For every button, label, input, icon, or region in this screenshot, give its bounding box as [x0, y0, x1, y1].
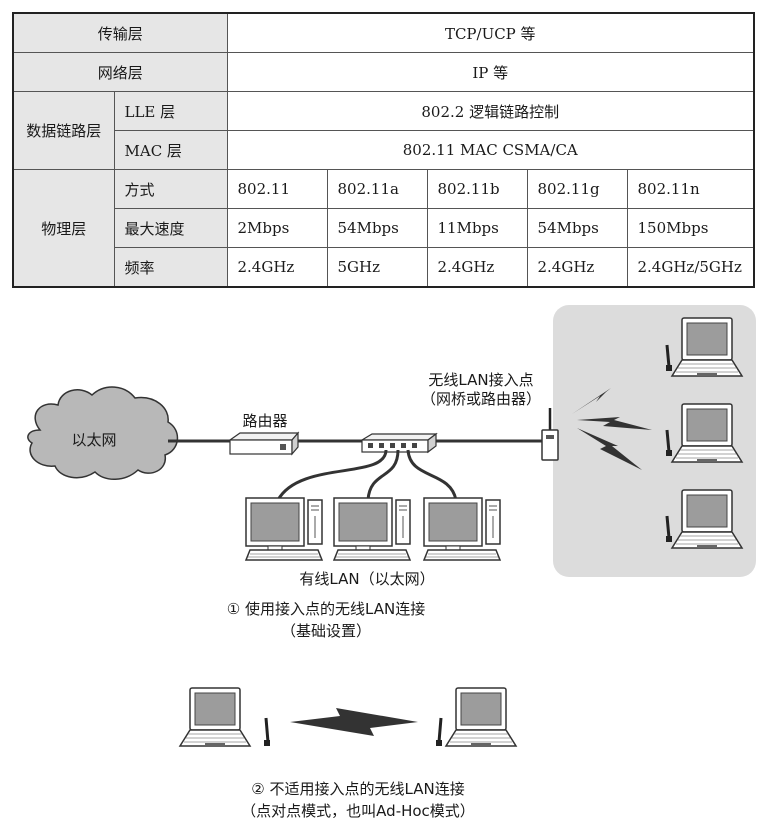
- caption-adhoc-line2: （点对点模式，也叫Ad-Hoc模式）: [241, 802, 475, 820]
- max-speed-label: 最大速度: [113, 208, 228, 248]
- physical-layer-label: 物理层: [12, 169, 115, 288]
- lightning-icon: [577, 428, 642, 470]
- frequency-label: 频率: [113, 247, 228, 288]
- speed-row: 最大速度 2Mbps 54Mbps 11Mbps 54Mbps 150Mbps: [13, 208, 755, 248]
- table-cell: 54Mbps: [526, 208, 628, 248]
- cloud-icon: [27, 386, 179, 480]
- router-icon: [228, 431, 300, 456]
- lan-cables: [276, 449, 458, 501]
- table-cell: 802.11g: [526, 169, 628, 209]
- access-point-icon: [541, 408, 559, 461]
- lightning-icon: [577, 417, 652, 430]
- desktop-pc-icon: [423, 497, 501, 561]
- table-cell: 150Mbps: [626, 208, 755, 248]
- datalink-layer-label: 数据链路层: [12, 91, 115, 170]
- table-cell: 11Mbps: [426, 208, 528, 248]
- table-cell: 2Mbps: [226, 208, 328, 248]
- caption-adhoc-line1: ② 不适用接入点的无线LAN连接: [251, 780, 464, 798]
- lle-value: 802.2 逻辑链路控制: [226, 91, 755, 131]
- lle-label: LLE 层: [113, 91, 228, 131]
- laptop-icon: [445, 687, 517, 747]
- table-cell: 5GHz: [326, 247, 428, 288]
- switch-hub-icon: [359, 432, 438, 454]
- mac-value: 802.11 MAC CSMA/CA: [226, 130, 755, 170]
- access-point-label-line2: （网桥或路由器）: [421, 390, 541, 408]
- lightning-icon: [290, 708, 418, 736]
- mac-row: MAC 层 802.11 MAC CSMA/CA: [13, 130, 755, 170]
- caption-infrastructure-line2: （基础设置）: [281, 622, 371, 640]
- ethernet-label: 以太网: [71, 431, 116, 449]
- caption-infrastructure-line1: ① 使用接入点的无线LAN连接: [227, 600, 425, 618]
- table-cell: 2.4GHz: [426, 247, 528, 288]
- router-label: 路由器: [242, 412, 287, 430]
- antenna-icon: [436, 717, 443, 746]
- wireless-signal-icons: [572, 366, 652, 470]
- wired-lan-label: 有线LAN（以太网）: [299, 570, 434, 588]
- table-cell: 802.11n: [626, 169, 755, 209]
- table-cell: 2.4GHz: [226, 247, 328, 288]
- mac-label: MAC 层: [113, 130, 228, 170]
- laptop-icon: [671, 489, 743, 549]
- protocol-layer-table: 传输层 TCP/UCP 等 网络层 IP 等 数据链路层 LLE 层 802.2…: [12, 12, 755, 288]
- laptop-icon: [671, 403, 743, 463]
- table-cell: 802.11: [226, 169, 328, 209]
- method-row: 物理层 方式 802.11 802.11a 802.11b 802.11g 80…: [12, 169, 755, 288]
- laptop-icon: [179, 687, 251, 747]
- laptop-icon: [671, 317, 743, 377]
- table-cell: 2.4GHz: [526, 247, 628, 288]
- antenna-icon: [264, 717, 270, 746]
- table-cell: 802.11b: [426, 169, 528, 209]
- lle-row: 数据链路层 LLE 层 802.2 逻辑链路控制: [12, 91, 755, 170]
- table-cell: 2.4GHz/5GHz: [626, 247, 755, 288]
- desktop-pc-icon: [333, 497, 411, 561]
- method-label: 方式: [113, 169, 228, 209]
- desktop-pc-icon: [245, 497, 323, 561]
- access-point-label-line1: 无线LAN接入点: [428, 371, 533, 389]
- network-layer-label: 网络层: [12, 52, 228, 92]
- frequency-row: 频率 2.4GHz 5GHz 2.4GHz 2.4GHz 2.4GHz/5GHz: [13, 247, 755, 288]
